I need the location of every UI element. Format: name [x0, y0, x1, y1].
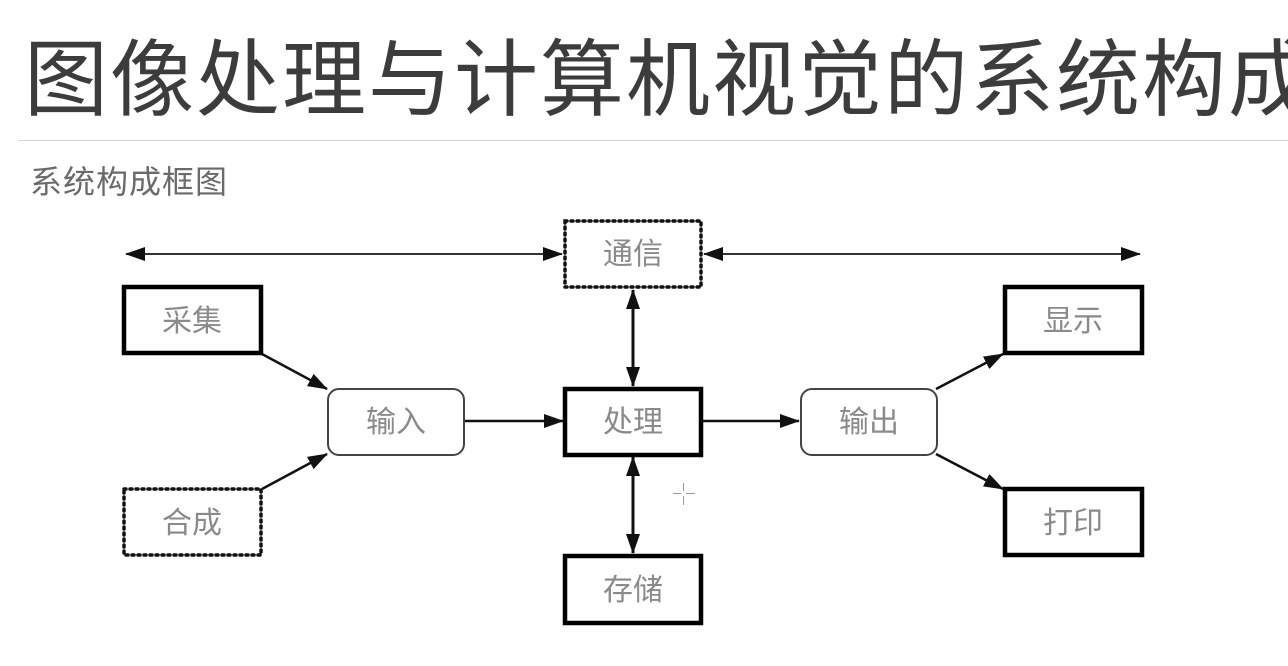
edge-output-display [935, 352, 1004, 391]
node-communication: 通信 [563, 219, 703, 289]
node-synthesis: 合成 [122, 487, 263, 557]
edge-output-print [935, 452, 1004, 491]
slide-subtitle: 系统构成框图 [30, 163, 229, 201]
node-output-label: 输出 [839, 405, 899, 440]
node-storage-label: 存储 [603, 573, 663, 608]
node-display-label: 显示 [1043, 304, 1103, 339]
node-print: 打印 [1002, 486, 1145, 558]
slide-title: 图像处理与计算机视觉的系统构成 [24, 31, 1288, 129]
node-storage: 存储 [562, 553, 704, 626]
title-divider [18, 140, 1288, 141]
node-processing: 处理 [562, 386, 704, 458]
node-output: 输出 [800, 388, 938, 456]
node-print-label: 打印 [1043, 506, 1103, 541]
node-input: 输入 [327, 388, 465, 456]
node-input-label: 输入 [366, 405, 426, 440]
node-display: 显示 [1002, 284, 1145, 356]
edge-acquisition-input [261, 352, 328, 391]
node-synthesis-label: 合成 [162, 506, 222, 541]
edge-synthesis-input [261, 452, 328, 491]
node-acquisition: 采集 [121, 284, 264, 356]
node-acquisition-label: 采集 [162, 304, 222, 339]
node-communication-label: 通信 [603, 237, 663, 272]
node-processing-label: 处理 [603, 405, 663, 440]
crosshair-cursor-icon [673, 483, 695, 505]
